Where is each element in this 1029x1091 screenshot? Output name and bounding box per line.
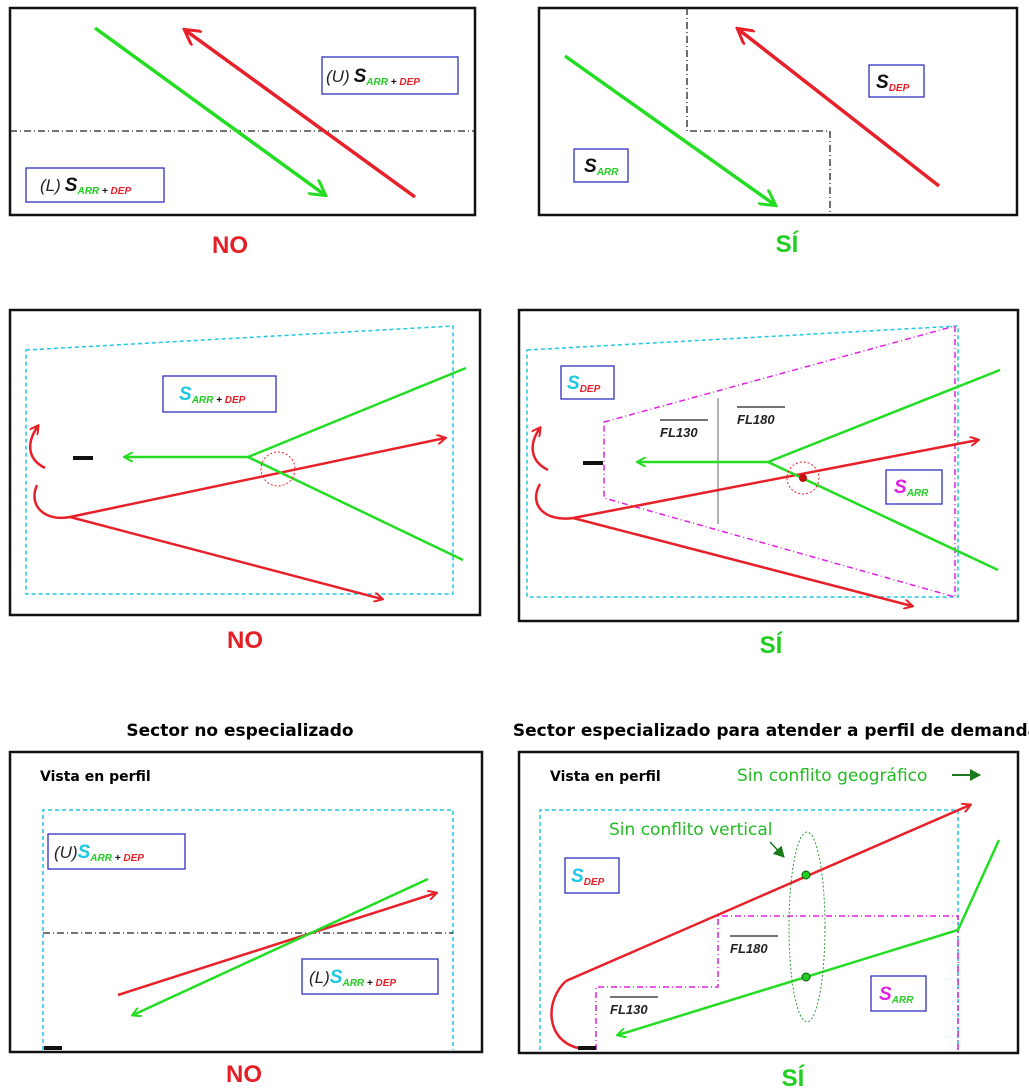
sector-label-box (321, 56, 459, 95)
panel-bottom-right: Vista en perfil Sin conflito geográfico … (517, 750, 1020, 1091)
departure-turn (534, 483, 574, 520)
departure-arrow (117, 893, 436, 997)
arrival-branch-north (767, 368, 1001, 464)
fl130-label: FL130 (610, 1002, 648, 1017)
verdict-no: NO (212, 232, 248, 259)
departure-curl (533, 428, 549, 472)
departure-turn (33, 484, 71, 520)
crossing-point-upper (801, 870, 811, 880)
panel-frame (517, 750, 1020, 1055)
note-no-geo-conflict: Sin conflito geográfico (737, 766, 927, 786)
departure-arrow (565, 805, 970, 983)
verdict-si: SÍ (760, 631, 784, 659)
departure-curl (29, 426, 46, 470)
sector-label-upper: (U)SARR + DEP (326, 66, 420, 88)
departure-turn (550, 980, 579, 1050)
heading-non-specialized: Sector no especializado (126, 721, 353, 741)
sector-label-box (301, 958, 439, 995)
panel-middle-left: SARR + DEP NO (8, 308, 482, 654)
sector-label-arr: SARR (584, 156, 619, 178)
sector-label-dep: SDEP (571, 866, 605, 888)
fl180-label: FL180 (737, 412, 775, 427)
note-no-vertical-conflict: Sin conflito vertical (609, 820, 773, 840)
panel-frame (8, 6, 477, 217)
vertical-separation-ellipse (788, 831, 826, 1023)
panel-bottom-left: Vista en perfil (U)SARR + DEP (L)SARR + … (8, 750, 484, 1088)
arrival-arrow (133, 877, 429, 1015)
panel-middle-right: FL130 FL180 SDEP SARR SÍ (517, 308, 1020, 659)
panel-frame (517, 308, 1020, 623)
sector-boundary (526, 325, 959, 598)
arrival-branch-north (247, 366, 467, 459)
departure-south-arrow (572, 516, 912, 606)
arrival-arrow (618, 839, 1001, 1035)
panel-top-left: (U)SARR + DEP (L)SARR + DEP NO (8, 6, 477, 259)
crossing-circle (786, 461, 820, 495)
sector-label-box (868, 64, 925, 98)
panel-top-right: SARR SDEP SÍ (537, 6, 1019, 258)
arrival-arrow (93, 26, 325, 195)
vertical-conflict-arrow-icon (769, 841, 785, 858)
sector-label-lower: (L)SARR + DEP (40, 175, 131, 197)
arrival-branch-south (247, 455, 464, 562)
verdict-si: SÍ (782, 1064, 806, 1091)
sector-label-box (870, 975, 927, 1012)
sector-label-box (47, 833, 186, 870)
sector-label-arr: SARR (894, 477, 929, 499)
sector-label-dep: SDEP (876, 72, 910, 94)
sector-label-box (573, 148, 629, 183)
sector-boundary (25, 325, 454, 595)
departure-arrow (185, 30, 417, 199)
sector-label-box (564, 857, 620, 894)
panel-frame (537, 6, 1019, 217)
panel-frame (8, 750, 484, 1054)
profile-view-label: Vista en perfil (40, 769, 151, 785)
crossing-point-lower (801, 972, 811, 982)
verdict-si: SÍ (776, 230, 800, 258)
fl130-label: FL130 (660, 425, 698, 440)
profile-view-label: Vista en perfil (550, 769, 661, 785)
conflict-circle (260, 451, 296, 487)
heading-specialized: Sector especializado para atender a perf… (513, 721, 1029, 741)
arrival-sector-boundary (595, 915, 959, 1050)
sector-label-arr: SARR (879, 984, 914, 1006)
fl180-label: FL180 (730, 941, 768, 956)
sector-divider (686, 8, 831, 215)
sector-label-dep: SDEP (567, 373, 601, 395)
sector-label-combined: SARR + DEP (179, 384, 246, 406)
verdict-no: NO (227, 627, 263, 654)
crossing-point (799, 474, 807, 482)
departure-arrow (738, 29, 941, 188)
sector-label-lower: (L)SARR + DEP (309, 967, 396, 989)
departure-climb-arrow (572, 440, 978, 520)
arrival-arrow (563, 54, 775, 205)
sector-boundary (539, 809, 959, 1050)
verdict-no: NO (226, 1061, 262, 1088)
sector-label-box (162, 375, 277, 413)
departure-climb-arrow (69, 438, 445, 519)
sector-label-box (25, 167, 165, 203)
panel-frame (8, 308, 482, 617)
departure-south-arrow (69, 515, 382, 599)
sector-label-upper: (U)SARR + DEP (54, 842, 144, 864)
sector-boundary (42, 809, 454, 1050)
sector-label-box (560, 365, 615, 400)
sector-label-box (885, 469, 943, 505)
